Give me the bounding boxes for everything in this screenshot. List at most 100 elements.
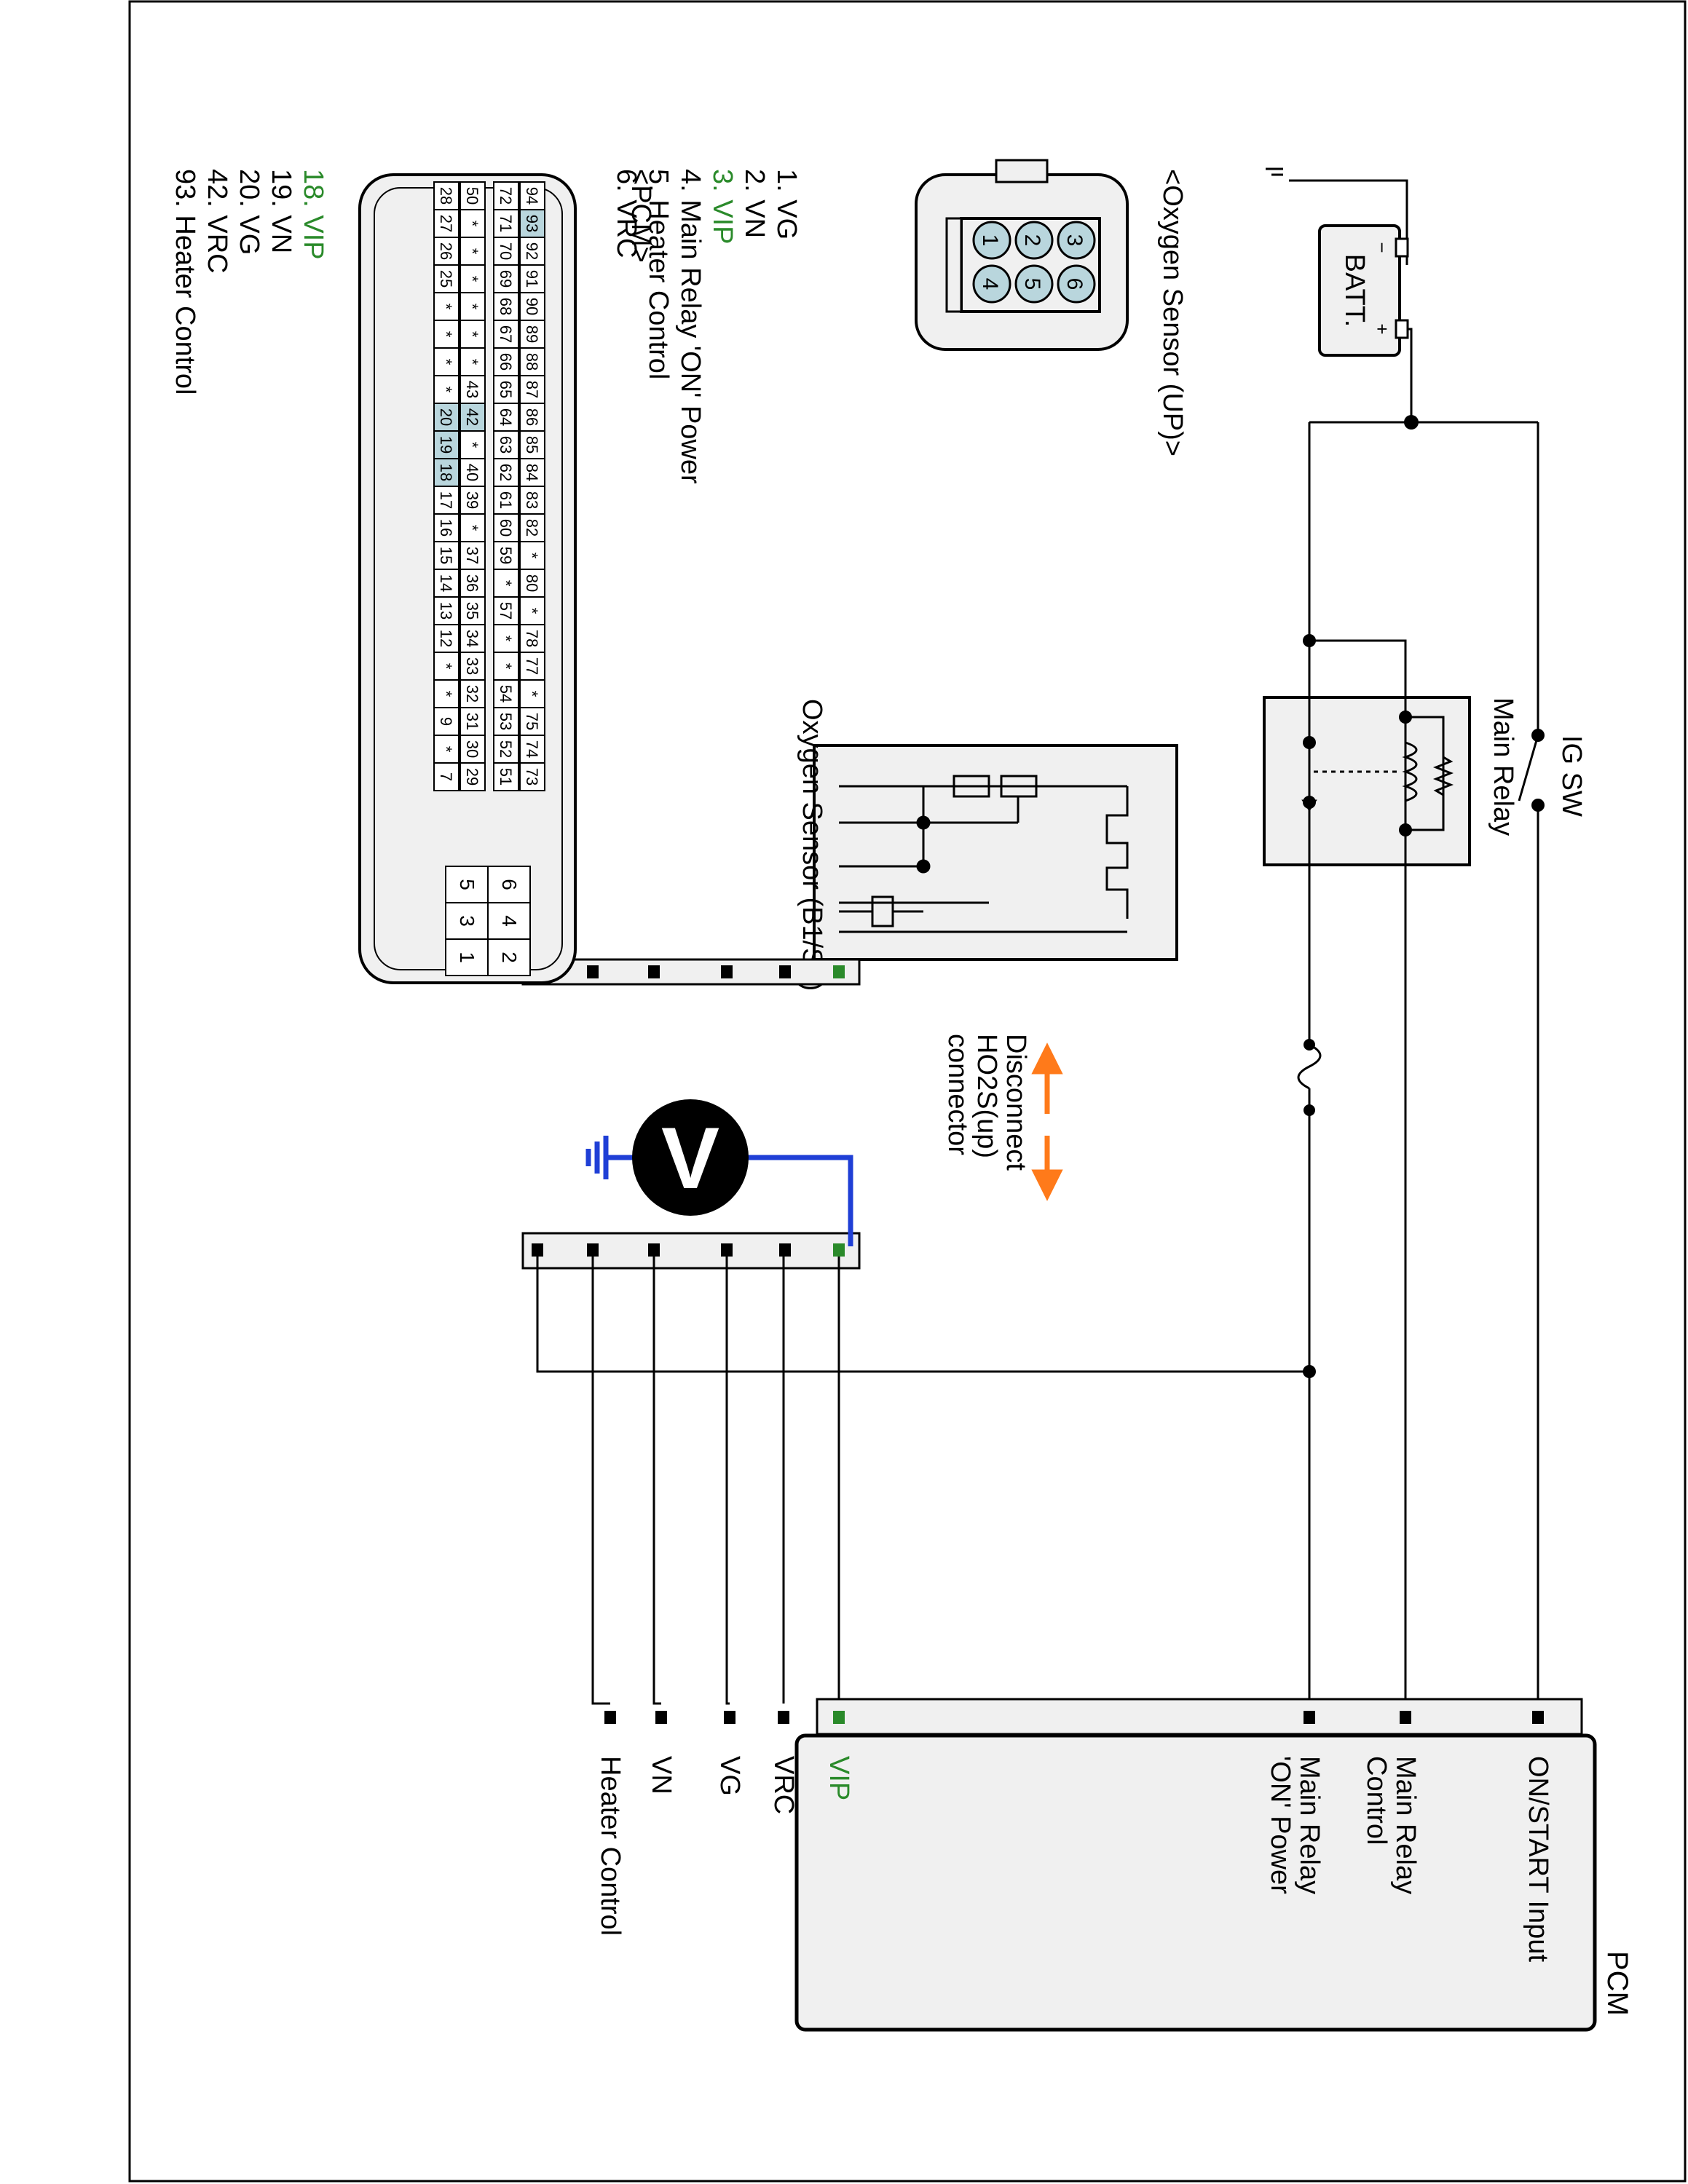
pcm-cavity-number: 73 (523, 768, 541, 786)
voltmeter-lead (741, 1155, 853, 1246)
harness-pin-marker (779, 1243, 791, 1257)
pcm-cavity-number: 92 (523, 242, 541, 260)
pcm-cavity-number: 86 (523, 408, 541, 426)
disconnect-text-2: HO2S(up) (971, 1034, 1002, 1158)
pcm-pin-marker (1532, 1711, 1544, 1724)
pcm-cavity-number: 29 (463, 768, 481, 786)
pcm-cavity-number: * (497, 580, 515, 587)
sensor-pin-marker (587, 965, 599, 978)
pcm-cavity-number: * (523, 608, 541, 614)
main-relay (1263, 696, 1471, 866)
pcm-cavity-number: 65 (497, 381, 515, 398)
pcm-cavity-number: 37 (463, 547, 481, 564)
o2-cavity-number: 2 (1020, 234, 1044, 247)
pcm-cavity-number: 68 (497, 298, 515, 315)
pcm-box (794, 1733, 1597, 2032)
pcm-connector-pin-label: 18. VIP (298, 169, 328, 260)
pcm-cavity-number: 27 (437, 215, 455, 232)
disconnect-text-1: Disconnect (1001, 1034, 1031, 1171)
rotated-schematic: − + BATT. IG SW Main Relay (170, 159, 1633, 2032)
ig-switch-label: IG SW (1556, 735, 1587, 817)
o2-cavity-number: 6 (1062, 278, 1086, 290)
pcm-cavity-number: 72 (497, 187, 515, 205)
pcm-cavity-number: 61 (497, 491, 515, 509)
o2-pin-label: 6. VRC (611, 169, 642, 258)
pcm-connector-title: <PCM> (626, 169, 656, 263)
pcm-pin-label: VIP (824, 1756, 854, 1800)
pcm-cavity-number: * (523, 553, 541, 559)
pcm-cavity-number: 77 (523, 657, 541, 675)
pcm-cavity-number: * (463, 331, 481, 338)
pcm-cavity-number: * (437, 304, 455, 310)
harness-wire-heater-supply (536, 1257, 1309, 1373)
pcm-pin-label: Main Relay (1390, 1756, 1421, 1894)
pcm-connector-pin-label: 93. Heater Control (170, 169, 200, 395)
pcm-connector-strip (816, 1698, 1583, 1736)
pcm-connector-pin-label: 19. VN (266, 169, 296, 253)
pcm-cavity-number: 59 (497, 547, 515, 564)
pcm-cavity-number: 74 (523, 740, 541, 758)
voltmeter-symbol: V (661, 1109, 719, 1207)
sensor-pin-marker (779, 965, 791, 978)
pcm-cavity-number: 19 (437, 436, 455, 454)
battery-minus-label: − (1371, 242, 1393, 253)
pcm-cavity-number: 9 (437, 717, 455, 726)
relay-coil-supply-wire (1309, 639, 1407, 717)
pcm-cavity (493, 762, 519, 791)
pcm-cavity-number: 20 (437, 408, 455, 426)
pcm-cavity-number: 51 (497, 768, 515, 786)
pcm-pin-label: 'ON' Power (1265, 1756, 1295, 1894)
pcm-cavity-number: * (437, 387, 455, 393)
pcm-cavity-number: 71 (497, 215, 515, 232)
pcm-pin-marker (604, 1711, 616, 1724)
fuse-icon (1297, 1043, 1322, 1090)
harness-wire (725, 1257, 730, 1705)
o2-pin-label: 5. Heater Control (643, 169, 674, 379)
pcm-pin-marker (1304, 1711, 1315, 1724)
battery (1318, 224, 1401, 357)
pcm-cavity-number: 18 (437, 464, 455, 481)
pcm-cavity-number: 53 (497, 713, 515, 730)
pcm-small-cavity-number: 2 (498, 951, 521, 963)
pcm-cavity-number: 93 (523, 215, 541, 232)
harness-pin-marker (648, 1243, 660, 1257)
pcm-cavity-number: 7 (437, 772, 455, 781)
pcm-pin-label: Heater Control (595, 1756, 626, 1936)
pcm-cavity-number: 66 (497, 353, 515, 371)
sensor-pin-markers (532, 965, 845, 978)
pcm-cavity-number: 69 (497, 270, 515, 288)
pcm-cavity-number: * (463, 304, 481, 310)
pcm-cavity-number: 34 (463, 630, 481, 647)
pcm-cavity-number: 28 (437, 187, 455, 205)
sensor-pin-marker (833, 965, 845, 978)
battery-label: BATT. (1339, 254, 1370, 328)
o2-cavity (1014, 264, 1054, 304)
pcm-cavity-number: 13 (437, 602, 455, 620)
pcm-cavity-number: 15 (437, 547, 455, 564)
pcm-pin-marker (833, 1711, 845, 1724)
battery-negative-terminal (1395, 237, 1409, 258)
o2-cavity (1057, 264, 1096, 304)
pcm-pin-marker (778, 1711, 789, 1724)
pcm-small-cavity-number: 6 (498, 879, 521, 890)
pcm-cavity-number: * (437, 331, 455, 338)
o2-pin-label: 4. Main Relay 'ON' Power (675, 169, 706, 484)
pcm-cavity-number: 88 (523, 353, 541, 371)
pcm-title: PCM (1601, 1951, 1633, 2016)
pcm-cavity-number: 26 (437, 242, 455, 260)
pcm-cavity-number: 60 (497, 519, 515, 537)
pcm-cavity-number: * (463, 442, 481, 448)
main-relay-label: Main Relay (1488, 697, 1518, 836)
sensor-pin-marker (721, 965, 733, 978)
harness-pin-marker (721, 1243, 733, 1257)
pcm-connector-pin-label: 42. VRC (202, 169, 232, 274)
o2-cavity-number: 4 (978, 278, 1002, 290)
o2-cavity-number: 1 (978, 234, 1002, 247)
pcm-pin-label: VN (646, 1756, 677, 1795)
harness-wire (652, 1257, 661, 1705)
o2-pin-label: 3. VIP (707, 169, 738, 245)
